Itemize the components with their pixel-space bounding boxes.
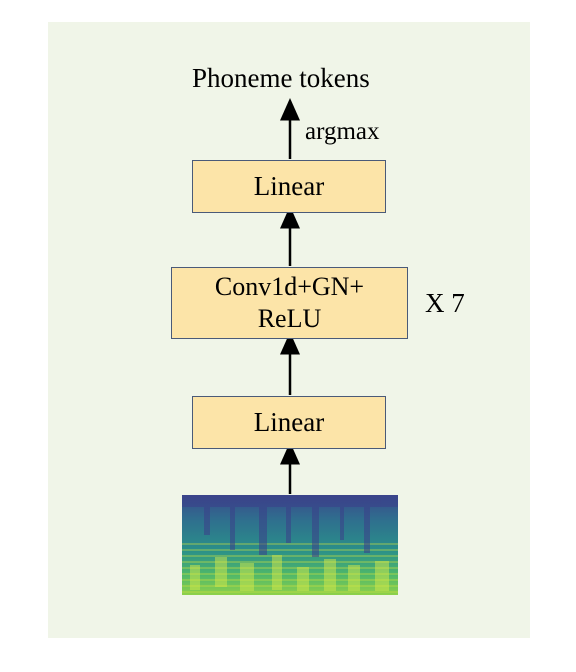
conv-block-line1: Conv1d+GN+ <box>214 272 365 301</box>
spectrogram-image <box>182 495 398 595</box>
bottom-linear-label: Linear <box>253 407 325 437</box>
top-linear-label: Linear <box>253 171 325 201</box>
top-linear-block: Linear <box>192 160 386 213</box>
conv-block-line2: ReLU <box>257 304 322 333</box>
conv-block: Conv1d+GN+ ReLU <box>171 267 408 339</box>
repeat-label: X 7 <box>425 288 465 318</box>
argmax-label: argmax <box>305 118 380 145</box>
output-label: Phoneme tokens <box>192 63 370 93</box>
bottom-linear-block: Linear <box>192 396 386 449</box>
spectrogram-graphic <box>182 495 398 595</box>
